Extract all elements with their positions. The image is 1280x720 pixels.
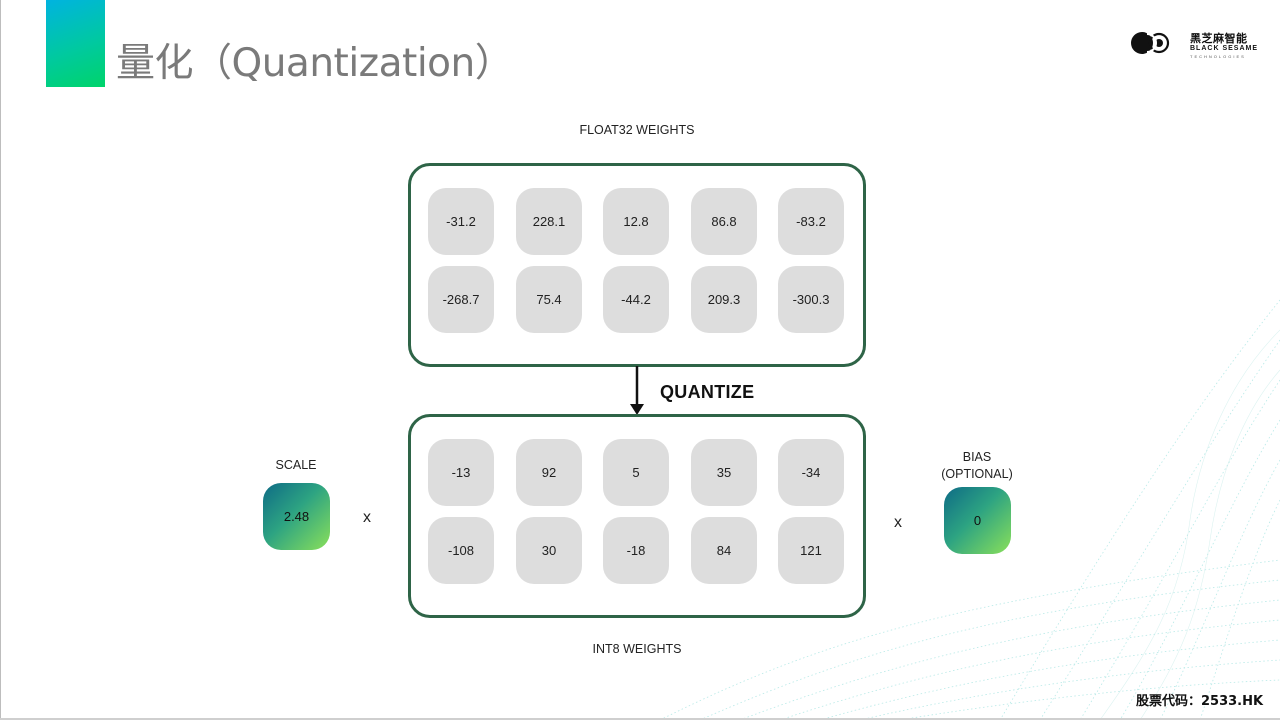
scale-value-box: 2.48 xyxy=(263,483,330,550)
bias-optional-label: (OPTIONAL) xyxy=(941,467,1013,481)
logo-name-cn: 黑芝麻智能 xyxy=(1190,32,1248,45)
float-weight-cell: -268.7 xyxy=(428,266,494,333)
slide-left-border xyxy=(0,0,1,720)
int8-weights-label: INT8 WEIGHTS xyxy=(592,642,682,656)
logo-name-sub: TECHNOLOGIES xyxy=(1190,54,1246,59)
int-weight-cell: -108 xyxy=(428,517,494,584)
company-logo: 黑芝麻智能 BLACK SESAME TECHNOLOGIES xyxy=(1130,28,1259,62)
slide-bottom-border xyxy=(0,718,1280,720)
title-accent-bar xyxy=(46,0,105,87)
float-weight-cell: -31.2 xyxy=(428,188,494,255)
scale-label: SCALE xyxy=(275,458,317,472)
black-sesame-logo-icon xyxy=(1131,32,1170,54)
int-weight-cell: -34 xyxy=(778,439,844,506)
multiply-operator-left: x xyxy=(363,509,371,526)
int-weight-cell: 84 xyxy=(691,517,757,584)
float-weight-cell: 86.8 xyxy=(691,188,757,255)
float-weight-cell: 209.3 xyxy=(691,266,757,333)
multiply-operator-right: x xyxy=(894,514,902,531)
page-title: 量化（Quantization） xyxy=(116,41,514,86)
int-weight-cell: 92 xyxy=(516,439,582,506)
float-weight-cell: 12.8 xyxy=(603,188,669,255)
logo-name-en: BLACK SESAME xyxy=(1190,45,1259,52)
int-weight-cell: -18 xyxy=(603,517,669,584)
int8-weights-box: -13 92 5 35 -34 -108 30 -18 84 121 xyxy=(408,414,866,618)
int-weight-cell: -13 xyxy=(428,439,494,506)
float-weight-cell: -300.3 xyxy=(778,266,844,333)
int-weight-cell: 30 xyxy=(516,517,582,584)
down-arrow-icon xyxy=(630,366,644,415)
bias-value-box: 0 xyxy=(944,487,1011,554)
float-weight-cell: -44.2 xyxy=(603,266,669,333)
float32-weights-box: -31.2 228.1 12.8 86.8 -83.2 -268.7 75.4 … xyxy=(408,163,866,367)
quantize-label: QUANTIZE xyxy=(660,382,755,402)
int-weight-cell: 35 xyxy=(691,439,757,506)
int-weight-cell: 121 xyxy=(778,517,844,584)
int-weight-cell: 5 xyxy=(603,439,669,506)
float-weight-cell: 228.1 xyxy=(516,188,582,255)
stock-code: 股票代码：2533.HK xyxy=(1136,694,1264,709)
float-weight-cell: -83.2 xyxy=(778,188,844,255)
float-weight-cell: 75.4 xyxy=(516,266,582,333)
bias-label: BIAS xyxy=(962,450,992,464)
float32-weights-label: FLOAT32 WEIGHTS xyxy=(579,123,695,137)
